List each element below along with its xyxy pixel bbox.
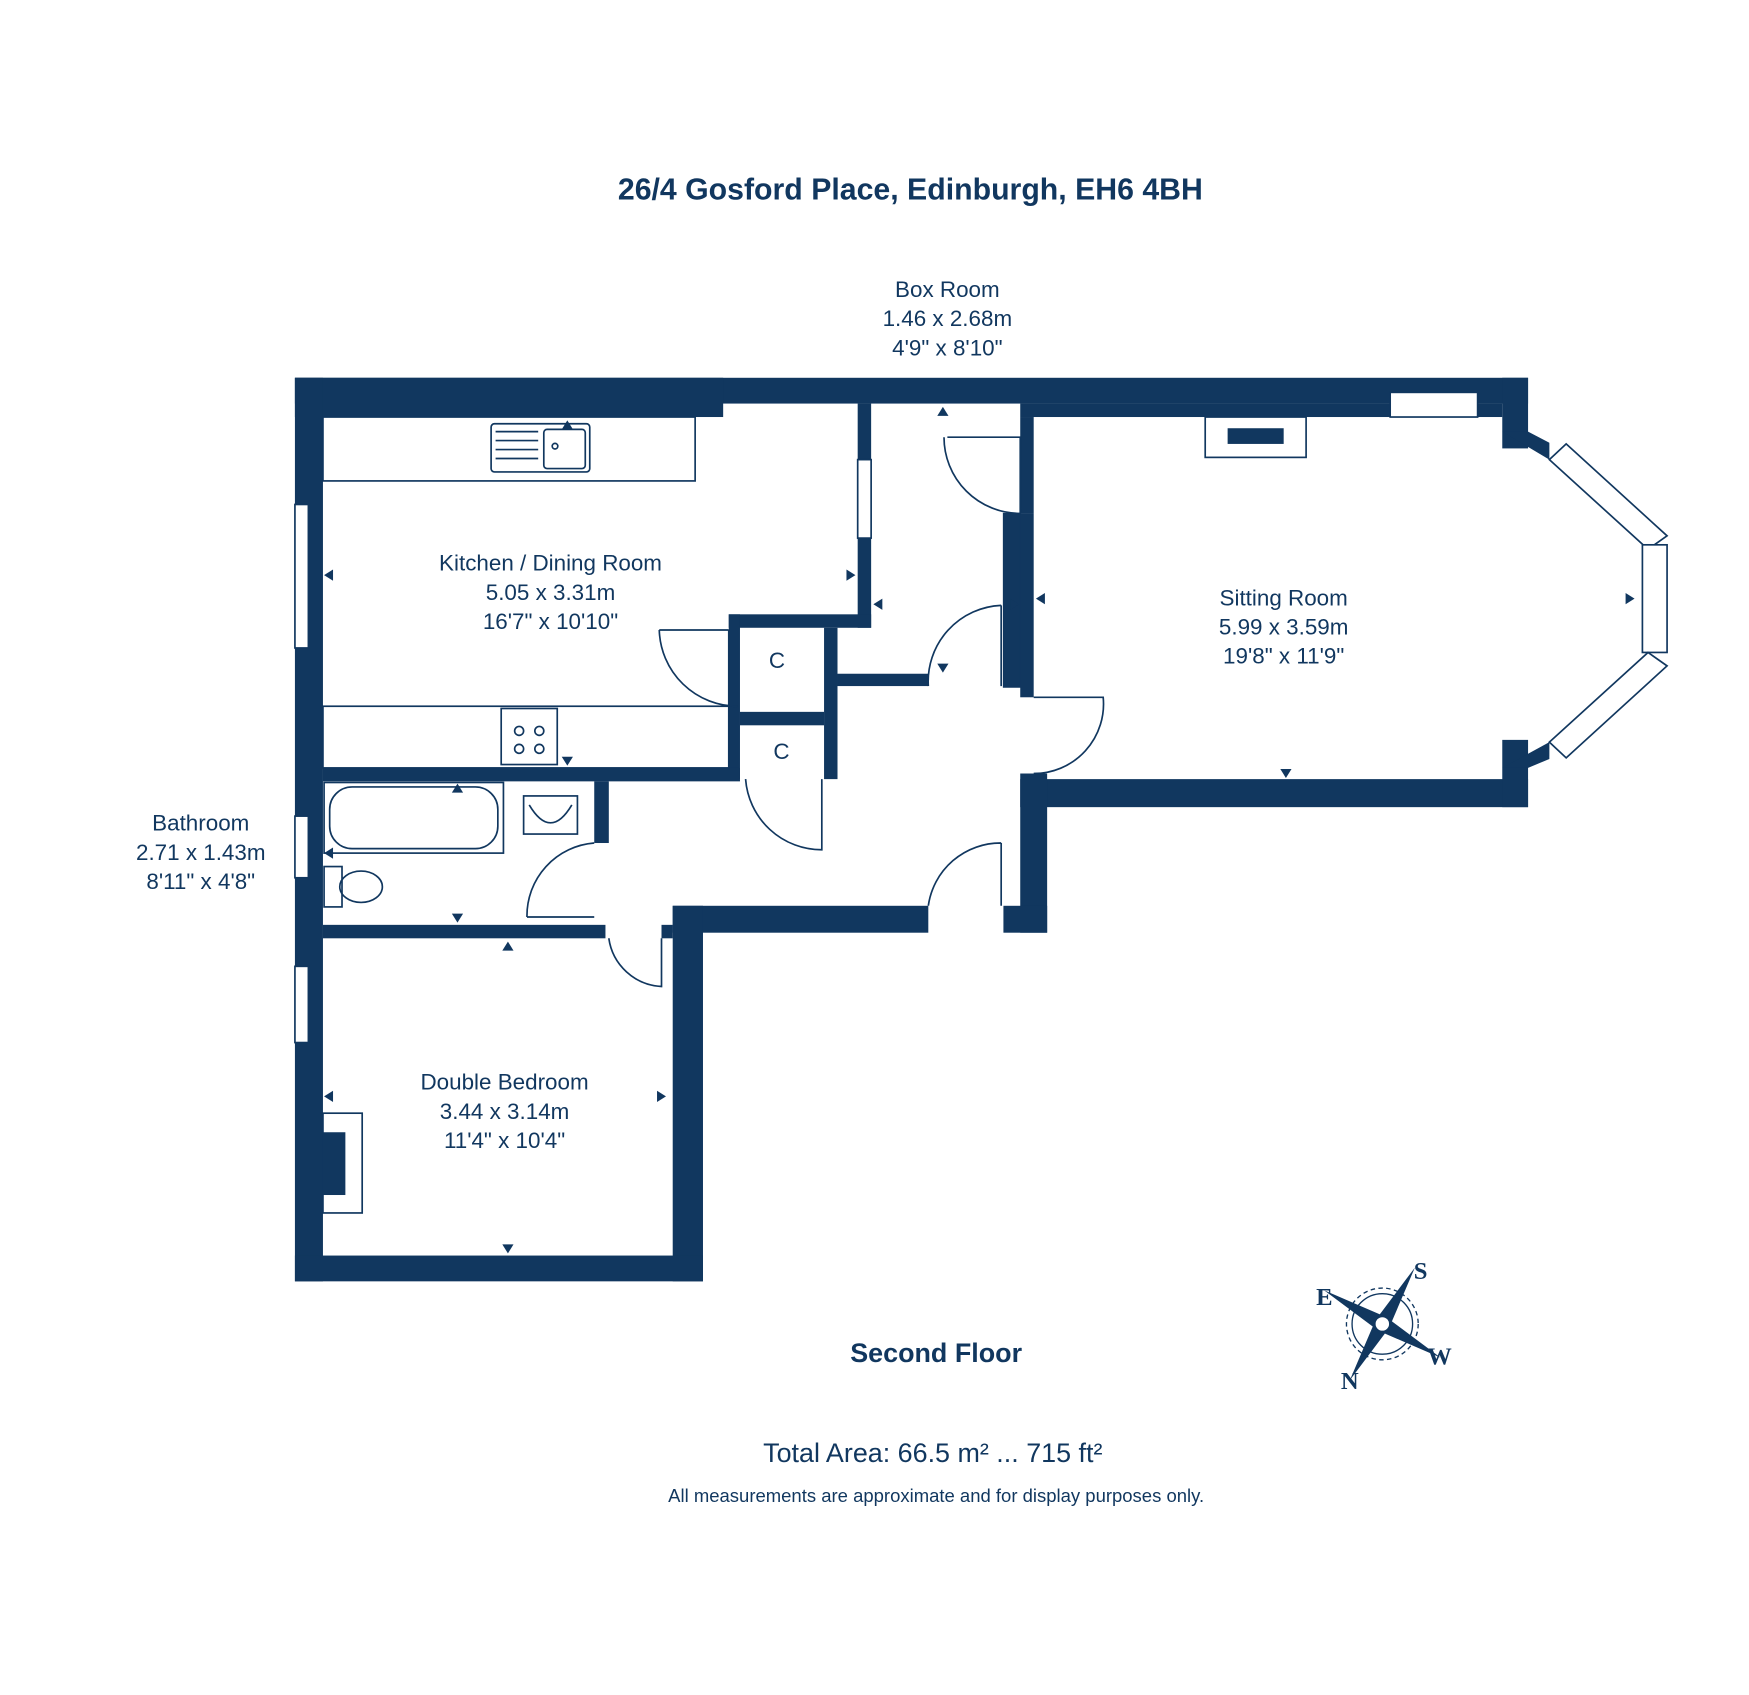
room-label-bathroom: Bathroom 2.71 x 1.43m 8'11" x 4'8" — [136, 811, 266, 894]
kitchen-worktop-top — [322, 416, 696, 482]
cupboard-label: C — [769, 648, 785, 673]
svg-text:Bathroom: Bathroom — [152, 811, 249, 836]
svg-text:19'8" x 11'9": 19'8" x 11'9" — [1223, 644, 1344, 669]
svg-text:1.46 x 2.68m: 1.46 x 2.68m — [883, 306, 1013, 331]
svg-text:3.44 x 3.14m: 3.44 x 3.14m — [440, 1099, 570, 1124]
bath-icon — [323, 781, 505, 854]
toilet-icon — [323, 865, 343, 908]
floor-label: Second Floor — [850, 1338, 1022, 1368]
svg-text:2.71 x 1.43m: 2.71 x 1.43m — [136, 840, 266, 865]
fireplace-icon — [1204, 416, 1307, 459]
svg-text:8'11" x 4'8": 8'11" x 4'8" — [146, 869, 255, 894]
basin-icon — [522, 795, 579, 835]
svg-text:Sitting Room: Sitting Room — [1220, 585, 1348, 610]
svg-text:16'7" x 10'10": 16'7" x 10'10" — [483, 609, 618, 634]
cupboard-label: C — [773, 739, 789, 764]
svg-text:5.99 x 3.59m: 5.99 x 3.59m — [1219, 615, 1349, 640]
room-label-kitchen: Kitchen / Dining Room 5.05 x 3.31m 16'7"… — [439, 551, 662, 634]
compass-icon: S E W N — [1316, 1258, 1452, 1395]
svg-text:E: E — [1316, 1284, 1332, 1311]
disclaimer: All measurements are approximate and for… — [668, 1485, 1204, 1506]
svg-text:N: N — [1341, 1368, 1359, 1395]
svg-text:4'9" x 8'10": 4'9" x 8'10" — [892, 335, 1002, 360]
svg-text:S: S — [1414, 1258, 1428, 1285]
svg-text:Box Room: Box Room — [895, 277, 1000, 302]
hob-icon — [500, 707, 559, 766]
svg-text:W: W — [1427, 1343, 1452, 1370]
doors — [526, 436, 1105, 988]
total-area: Total Area: 66.5 m² ... 715 ft² — [763, 1438, 1102, 1468]
page-title: 26/4 Gosford Place, Edinburgh, EH6 4BH — [618, 174, 1203, 207]
svg-text:Double Bedroom: Double Bedroom — [420, 1070, 588, 1095]
svg-text:5.05 x 3.31m: 5.05 x 3.31m — [486, 580, 616, 605]
windows — [294, 391, 1669, 1044]
svg-text:11'4" x 10'4": 11'4" x 10'4" — [444, 1128, 565, 1153]
room-label-bedroom: Double Bedroom 3.44 x 3.14m 11'4" x 10'4… — [420, 1070, 588, 1153]
dimension-markers — [324, 406, 1635, 1254]
kitchen-worktop-bottom — [322, 705, 730, 769]
room-label-box-room: Box Room 1.46 x 2.68m 4'9" x 8'10" — [883, 277, 1013, 360]
sink-icon — [490, 422, 591, 473]
room-label-sitting-room: Sitting Room 5.99 x 3.59m 19'8" x 11'9" — [1219, 585, 1349, 668]
svg-text:Kitchen / Dining Room: Kitchen / Dining Room — [439, 551, 662, 576]
